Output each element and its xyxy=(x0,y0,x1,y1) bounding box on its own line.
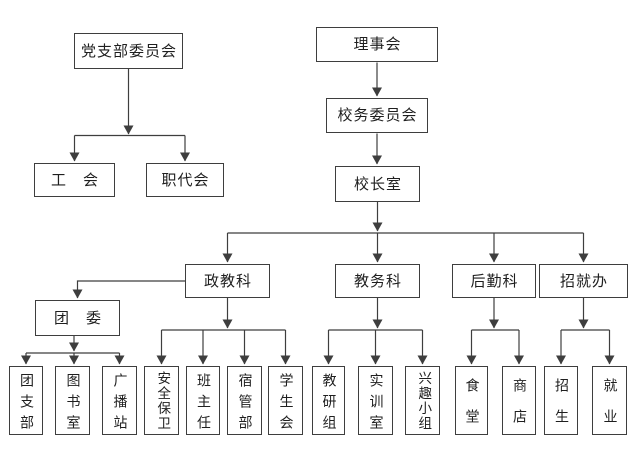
node-party-branch-committee: 党支部委员会 xyxy=(74,33,183,69)
node-library: 图书室 xyxy=(55,366,90,436)
node-label: 安全保卫 xyxy=(154,371,171,432)
node-staff-congress: 职代会 xyxy=(146,163,224,197)
node-class-teachers: 班主任 xyxy=(186,366,220,436)
node-label: 教研组 xyxy=(320,372,337,436)
node-label: 校务委员会 xyxy=(337,106,418,124)
node-labor-union: 工 会 xyxy=(34,163,115,197)
edge-political-education-to-children xyxy=(156,298,291,365)
node-youth-league-committee: 团 委 xyxy=(35,300,120,336)
node-label: 就业 xyxy=(601,378,618,440)
node-training-room: 实训室 xyxy=(358,366,393,436)
node-label: 教务科 xyxy=(353,271,402,290)
node-interest-groups: 兴趣小组 xyxy=(405,366,440,435)
node-label: 商店 xyxy=(511,378,527,440)
node-logistics-section: 后勤科 xyxy=(452,264,536,298)
node-label: 团 委 xyxy=(53,308,102,327)
node-label: 班主任 xyxy=(195,372,211,436)
node-canteen: 食堂 xyxy=(455,366,488,440)
node-label: 图书室 xyxy=(64,372,81,436)
edge-academic-affairs-to-children xyxy=(323,298,428,365)
node-label: 工 会 xyxy=(50,170,99,189)
edge-principal-to-sections xyxy=(222,202,589,263)
node-label: 兴趣小组 xyxy=(415,371,432,432)
node-board-of-directors: 理事会 xyxy=(316,27,438,62)
edge-party-branch-to-union-and-congress xyxy=(69,69,190,162)
edge-logistics-to-children xyxy=(466,298,524,365)
node-label: 实训室 xyxy=(367,372,384,436)
node-label: 党支部委员会 xyxy=(80,41,177,60)
node-label: 宿管部 xyxy=(236,372,253,436)
edge-political-education-to-youth-league xyxy=(72,280,185,299)
node-political-education-section: 政教科 xyxy=(185,264,270,298)
node-label: 理事会 xyxy=(353,35,402,53)
node-label: 校长室 xyxy=(353,174,402,193)
node-dorm-management: 宿管部 xyxy=(227,366,262,436)
node-label: 团支部 xyxy=(18,372,34,436)
node-label: 学生会 xyxy=(277,372,294,436)
edge-admission-office-to-children xyxy=(556,298,615,365)
node-principal-office: 校长室 xyxy=(335,166,420,202)
node-label: 职代会 xyxy=(161,170,210,189)
node-school-affairs-committee: 校务委员会 xyxy=(326,98,428,133)
node-label: 后勤科 xyxy=(470,271,519,290)
node-broadcast-station: 广播站 xyxy=(102,366,137,436)
node-academic-affairs-section: 教务科 xyxy=(335,264,420,298)
node-admission-employment-office: 招就办 xyxy=(539,264,628,298)
node-label: 招就办 xyxy=(559,271,608,290)
node-shop: 商店 xyxy=(502,366,536,440)
node-security-office: 安全保卫 xyxy=(144,366,179,435)
node-label: 政教科 xyxy=(203,271,252,290)
node-teaching-research-group: 教研组 xyxy=(312,366,345,436)
node-employment: 就业 xyxy=(592,366,627,440)
node-student-union: 学生会 xyxy=(268,366,303,436)
node-admissions: 招生 xyxy=(544,366,578,440)
node-league-branch: 团支部 xyxy=(9,366,43,436)
node-label: 广播站 xyxy=(111,372,128,436)
node-label: 招生 xyxy=(553,378,569,440)
node-label: 食堂 xyxy=(463,378,480,440)
edge-youth-league-to-children xyxy=(21,336,125,365)
